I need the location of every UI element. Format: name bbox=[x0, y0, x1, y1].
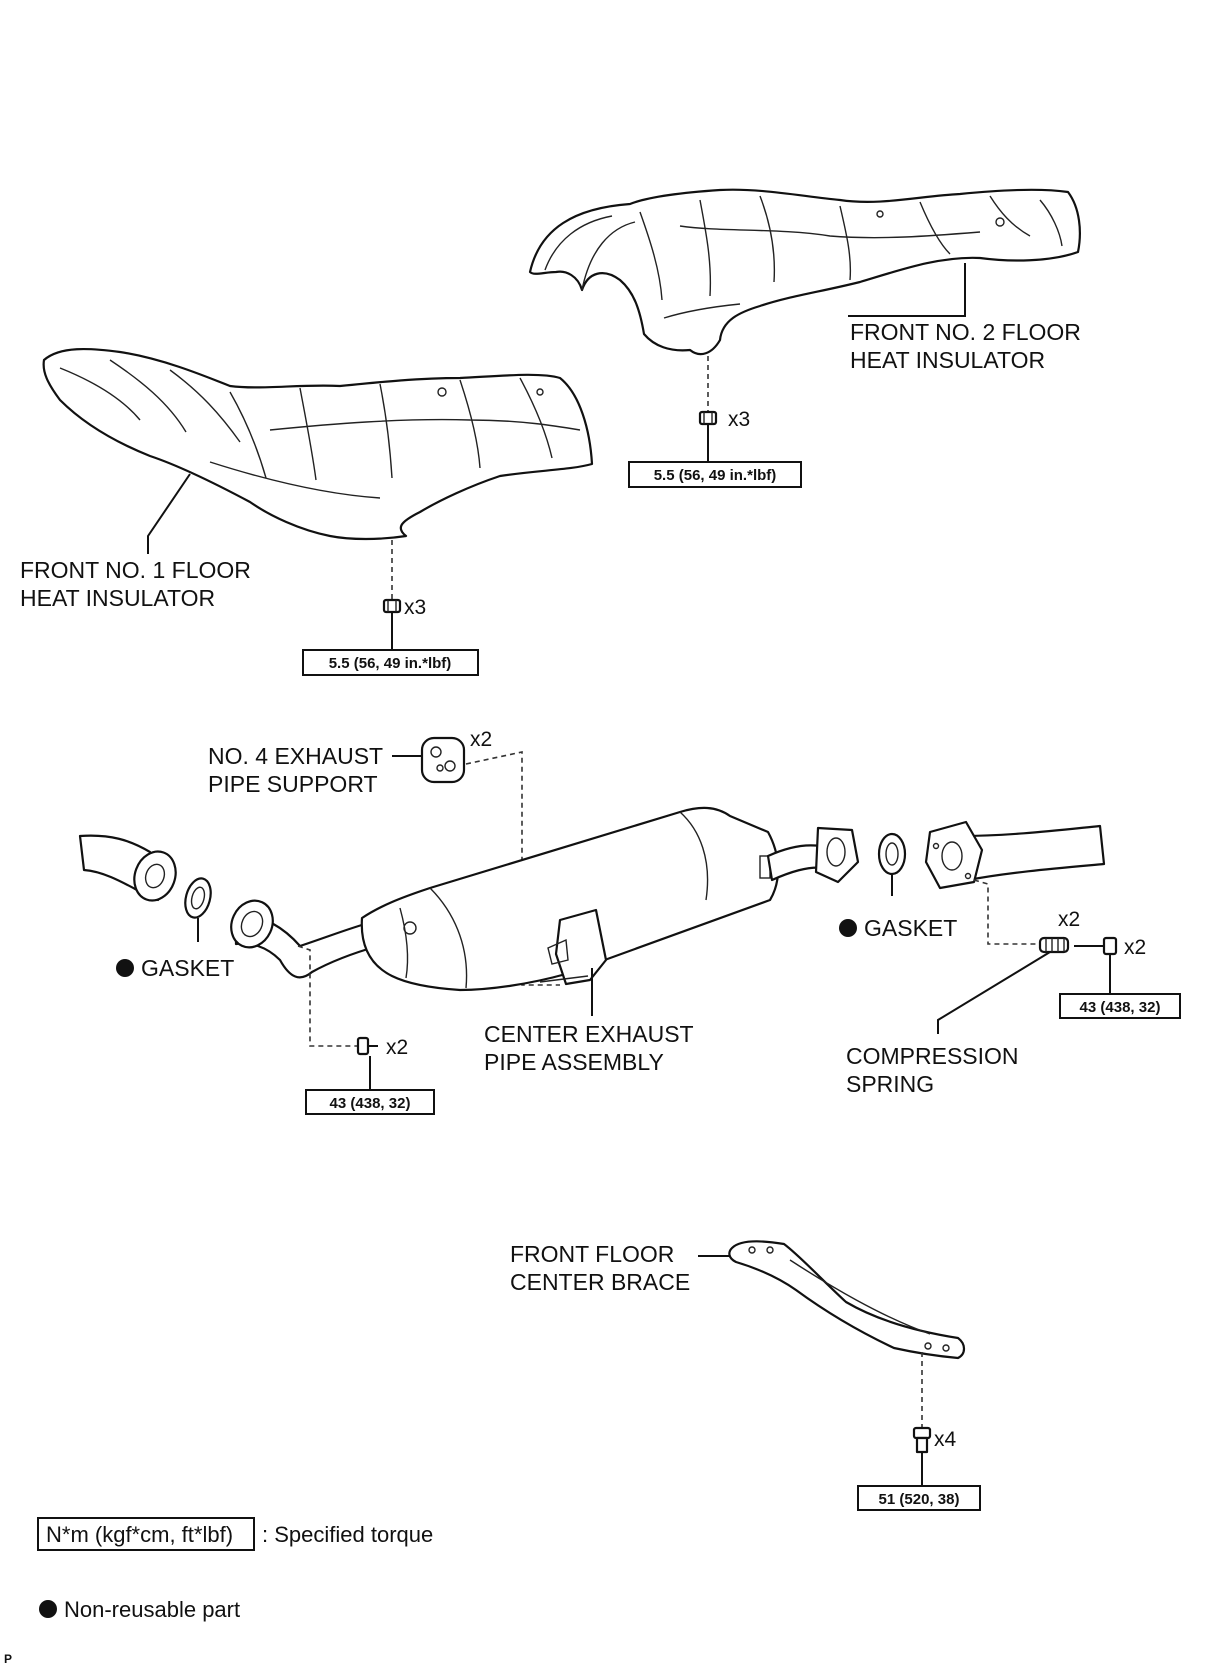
left-gasket bbox=[184, 877, 212, 919]
center-brace-label-line2: CENTER BRACE bbox=[510, 1269, 690, 1295]
legend-nonreusable-dot bbox=[39, 1600, 57, 1618]
legend-nonreusable-description: Non-reusable part bbox=[64, 1597, 240, 1622]
rear-exhaust-pipe-stub bbox=[924, 820, 1106, 890]
no2-torque-value: 5.5 (56, 49 in.*lbf) bbox=[654, 467, 777, 484]
no2-nut-icon bbox=[698, 410, 718, 426]
right-gasket-nonreusable-dot bbox=[839, 919, 857, 937]
no2-nut-quantity: x3 bbox=[728, 408, 750, 431]
rear-bolt-torque-value: 43 (438, 32) bbox=[1080, 999, 1161, 1016]
spring-quantity: x2 bbox=[1058, 908, 1080, 931]
legend-torque-description: : Specified torque bbox=[262, 1522, 433, 1547]
front-no1-insulator-label-line1: FRONT NO. 1 FLOOR bbox=[20, 557, 251, 583]
front-no2-insulator-label-line2: HEAT INSULATOR bbox=[850, 347, 1045, 373]
front-exhaust-pipe-stub bbox=[78, 834, 177, 902]
compression-spring-label-line2: SPRING bbox=[846, 1071, 934, 1097]
front-bolt-torque-value: 43 (438, 32) bbox=[330, 1095, 411, 1112]
compression-spring-label-line1: COMPRESSION bbox=[846, 1043, 1019, 1069]
legend-nonreusable: Non-reusable part bbox=[39, 1597, 240, 1622]
front-no1-insulator-label-line2: HEAT INSULATOR bbox=[20, 585, 215, 611]
pipe-support-label-line2: PIPE SUPPORT bbox=[208, 771, 378, 797]
front-floor-center-brace bbox=[728, 1240, 966, 1360]
front-no2-insulator-label-line1: FRONT NO. 2 FLOOR bbox=[850, 319, 1081, 345]
front-bolt-quantity: x2 bbox=[386, 1036, 408, 1059]
brace-torque-value: 51 (520, 38) bbox=[879, 1491, 960, 1508]
center-pipe-label-line1: CENTER EXHAUST bbox=[484, 1021, 694, 1047]
front-no1-floor-heat-insulator bbox=[42, 347, 594, 541]
center-brace-label-line1: FRONT FLOOR bbox=[510, 1241, 674, 1267]
spring-leader bbox=[937, 951, 1051, 1034]
rear-bolt-icon bbox=[1074, 936, 1118, 956]
brace-torque-box bbox=[857, 1485, 981, 1511]
no1-torque-value: 5.5 (56, 49 in.*lbf) bbox=[329, 655, 452, 672]
no1-torque-box bbox=[302, 649, 479, 676]
legend-torque-box bbox=[37, 1517, 255, 1551]
front-no2-floor-heat-insulator bbox=[528, 188, 1081, 356]
front-bolt-icon bbox=[356, 1036, 378, 1056]
no1-nut-icon bbox=[382, 598, 402, 614]
brace-bolt-icon bbox=[912, 1426, 932, 1454]
right-gasket-label: GASKET bbox=[864, 915, 957, 941]
front-bolt-torque-box bbox=[305, 1089, 435, 1115]
right-gasket bbox=[877, 832, 907, 876]
pipe-support-quantity: x2 bbox=[470, 728, 492, 751]
left-gasket-nonreusable-dot bbox=[116, 959, 134, 977]
front-no1-insulator-leader bbox=[147, 473, 191, 554]
no1-nut-quantity: x3 bbox=[404, 596, 426, 619]
legend-torque: N*m (kgf*cm, ft*lbf) : Specified torque bbox=[37, 1517, 433, 1551]
left-gasket-label: GASKET bbox=[141, 955, 234, 981]
center-pipe-label-line2: PIPE ASSEMBLY bbox=[484, 1049, 664, 1075]
corner-mark: P bbox=[4, 1652, 12, 1666]
no2-torque-box bbox=[628, 461, 802, 488]
pipe-support-label-line1: NO. 4 EXHAUST bbox=[208, 743, 383, 769]
rear-bolt-torque-box bbox=[1059, 993, 1181, 1019]
spring-dash bbox=[973, 879, 1040, 945]
center-exhaust-pipe-assembly bbox=[230, 806, 860, 992]
brace-bolt-quantity: x4 bbox=[934, 1428, 957, 1451]
pipe-support-icon bbox=[420, 736, 466, 784]
legend-torque-unit: N*m (kgf*cm, ft*lbf) bbox=[46, 1522, 233, 1547]
rear-bolt-quantity: x2 bbox=[1124, 936, 1146, 959]
front-no2-insulator-leader bbox=[848, 263, 966, 317]
compression-spring-icon bbox=[1038, 936, 1070, 954]
